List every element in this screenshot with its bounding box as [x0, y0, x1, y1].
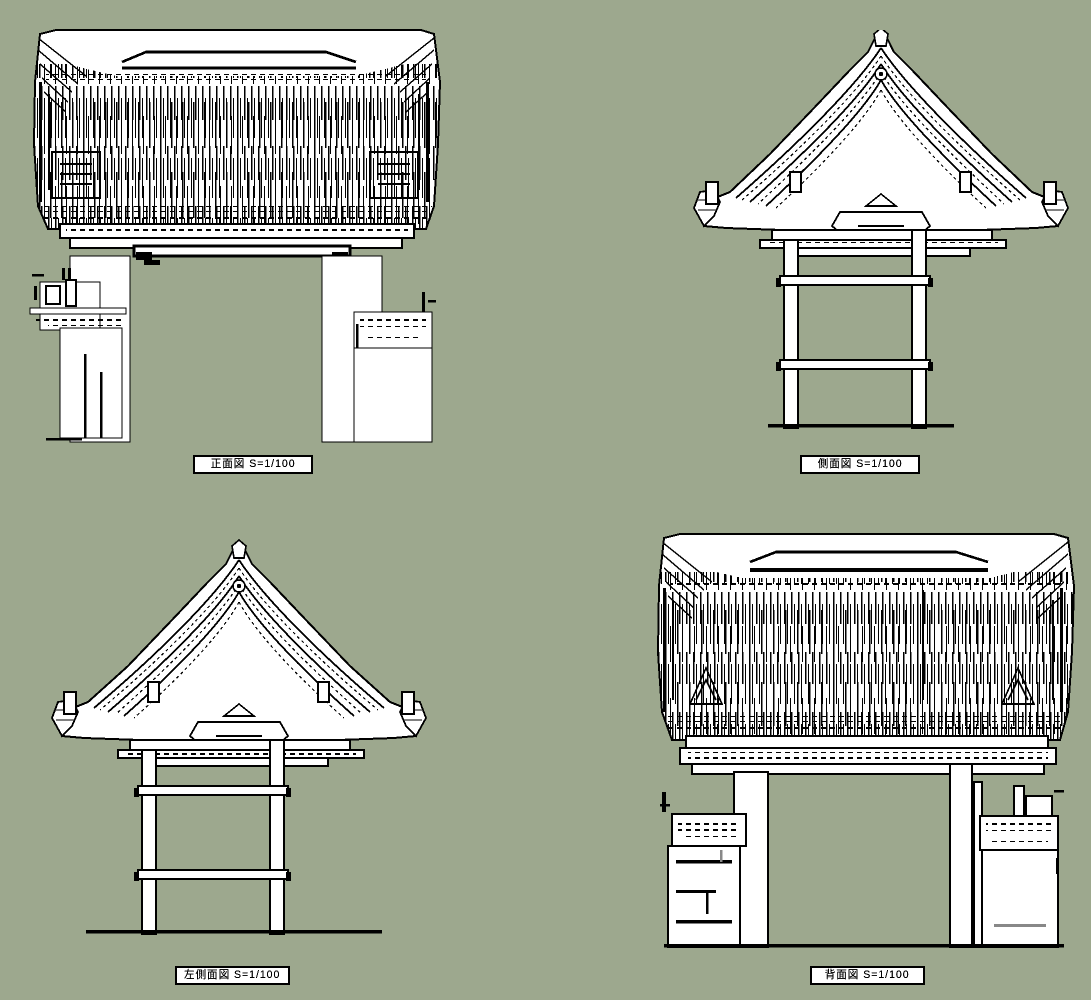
- front-elevation-caption: 正面図 S=1/100: [193, 455, 313, 474]
- right-side-elevation-caption-text: 側面図 S=1/100: [817, 458, 903, 470]
- front-elevation-caption-text: 正面図 S=1/100: [210, 458, 296, 470]
- left-side-elevation-caption-text: 左側面図 S=1/100: [184, 969, 281, 981]
- front-elevation-drawing: [26, 24, 446, 444]
- left-side-elevation-caption: 左側面図 S=1/100: [175, 966, 290, 985]
- rear-elevation-drawing: [650, 528, 1080, 948]
- right-side-elevation-drawing: [680, 30, 1080, 430]
- right-side-elevation-caption: 側面図 S=1/100: [800, 455, 920, 474]
- rear-elevation-caption: 背面図 S=1/100: [810, 966, 925, 985]
- left-side-elevation-drawing: [38, 530, 438, 940]
- rear-elevation-caption-text: 背面図 S=1/100: [825, 969, 910, 981]
